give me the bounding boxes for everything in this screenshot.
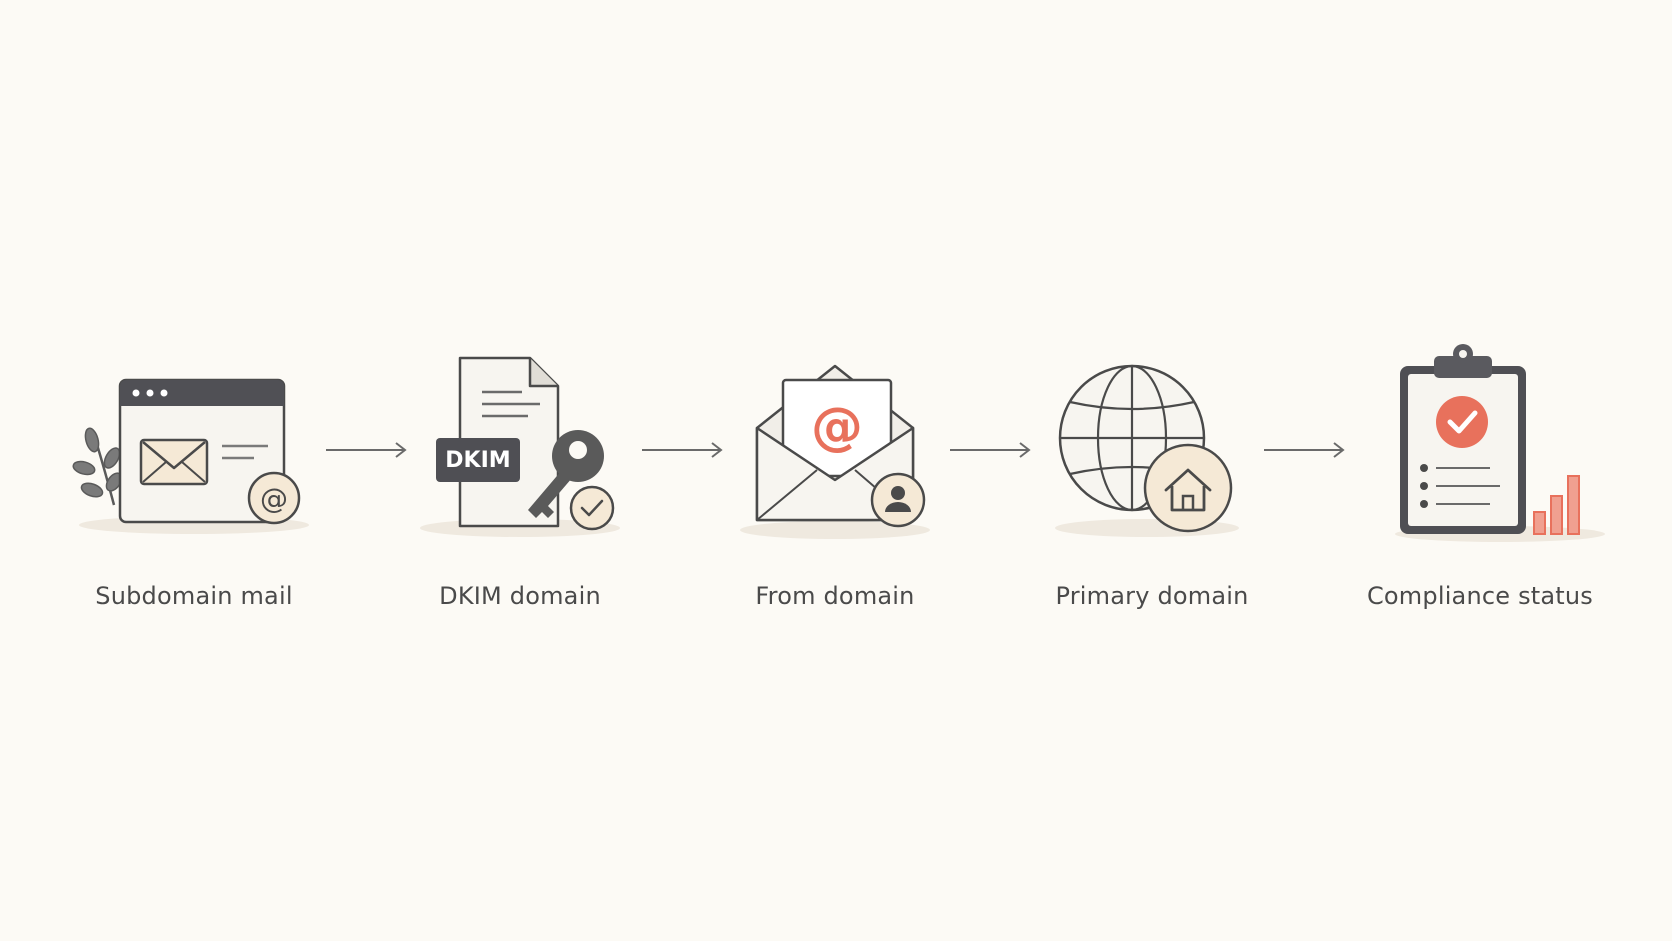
globe-home-icon	[1055, 364, 1239, 537]
step-label: From domain	[755, 582, 915, 610]
arrow-right-icon	[1262, 440, 1348, 460]
clipboard-check-icon	[1395, 344, 1605, 542]
step-primary-domain: Primary domain	[1022, 340, 1282, 620]
arrow-right-icon	[640, 440, 726, 460]
step-label: Subdomain mail	[95, 582, 293, 610]
step-dkim-domain: DKIM DKIM domain	[390, 340, 650, 620]
svg-text:@: @	[260, 482, 288, 515]
step-label: Primary domain	[1055, 582, 1249, 610]
dkim-badge-text: DKIM	[445, 447, 511, 473]
browser-mail-icon: @	[72, 378, 309, 534]
envelope-at-icon: @	[740, 364, 930, 539]
step-label: Compliance status	[1366, 582, 1594, 610]
step-compliance-status: Compliance status	[1350, 340, 1610, 620]
dkim-badge: DKIM	[436, 438, 520, 482]
document-key-icon	[420, 356, 620, 537]
arrow-right-icon	[324, 440, 410, 460]
step-label: DKIM domain	[439, 582, 601, 610]
svg-text:@: @	[811, 397, 863, 457]
arrow-right-icon	[948, 440, 1034, 460]
step-subdomain-mail: @ Subdomain mail	[64, 340, 324, 620]
step-from-domain: @ From domain	[705, 340, 965, 620]
